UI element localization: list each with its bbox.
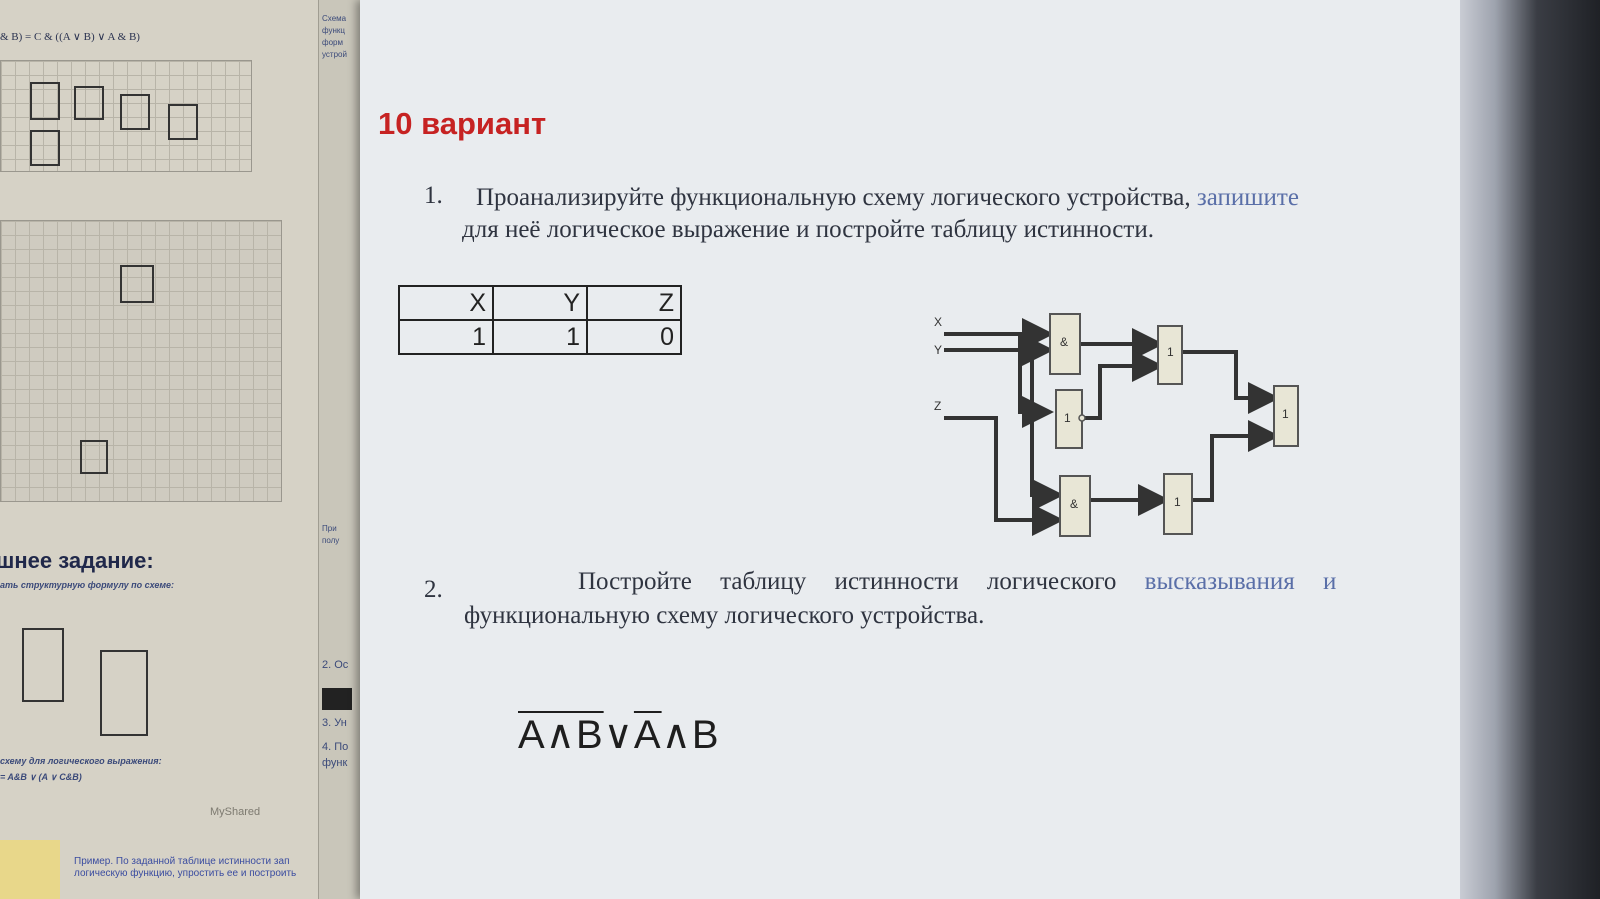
table-cell: 1 [492,319,588,355]
and-gate [1049,313,1081,375]
lw-gate [100,650,148,736]
table-header-cell: X [398,285,494,321]
truth-table: X Y Z 1 1 0 [398,285,682,355]
task1-line1-accent: запишите [1196,184,1299,211]
lw-gate [80,440,108,474]
formula-negated-a: A [633,713,662,757]
lw-example-line2: логическую функцию, упростить ее и постр… [74,868,297,879]
table-cell: 1 [398,319,494,355]
lw-heading: шнее задание: [0,548,154,573]
table-row: 1 1 0 [398,319,682,355]
input-label-z: Z [934,399,941,413]
formula-and-b: ∧B [661,713,720,757]
table-header-row: X Y Z [398,285,682,321]
lw-side-panel [318,0,360,899]
lw-instruction2: схему для логического выражения: [0,756,162,766]
lw-example-line1: Пример. По заданной таблице истинности з… [74,856,290,867]
input-label-x: X [934,315,942,329]
task2-line2: функциональную схему логического устройс… [464,602,985,629]
lw-gate [168,104,198,140]
lw-gate [30,82,60,120]
lw-gate [22,628,64,702]
gate-label: 1 [1167,345,1174,359]
table-header-cell: Z [586,285,682,321]
logic-formula: A∧B∨A∧B [518,712,720,758]
task1-text: Проанализируйте функциональную схему лог… [476,182,1299,214]
not-gate [1163,473,1193,535]
lw-formula-line: & B) = C & ((A ∨ B) ∨ A & B) [0,31,140,43]
or-gate [1273,385,1299,447]
page-title: 10 вариант [378,106,547,141]
lw-example: Пример. По заданной таблице истинности з… [74,856,296,880]
task2-line1-accent: высказывания и [1144,568,1337,595]
formula-negated-term: A∧B [518,713,604,757]
lw-gate [30,130,60,166]
lw-dark-block [322,688,352,710]
lw-schematic-grid [0,60,252,172]
logic-circuit-diagram: X Y Z & 1 1 & 1 1 [934,313,1299,537]
gate-label: 1 [1282,407,1289,421]
task2-number: 2. [424,576,443,603]
task1-number: 1. [424,182,443,209]
table-cell: 0 [586,319,682,355]
table-header-cell: Y [492,285,588,321]
or-gate [1157,325,1183,385]
task1-line2: для неё логическое выражение и постройте… [462,216,1154,243]
gate-label: 1 [1174,495,1181,509]
lw-slide-thumbnail [0,220,282,502]
task2-text: Постройте таблицу истинности логического… [578,566,1336,598]
lw-sidebar-item: 4. По [322,741,349,753]
lw-sticky-note [0,840,60,899]
lw-sidebar-item: форм [322,38,343,47]
lw-instruction: ать структурную формулу по схеме: [0,580,175,590]
gate-label: & [1070,497,1078,511]
lw-expression: = A&B ∨ (A ∨ C&B) [0,772,82,782]
task1-line1: Проанализируйте функциональную схему лог… [476,184,1191,211]
lw-sidebar-item: функц [322,26,345,35]
lw-sidebar-item: функ [322,757,348,769]
background-window: & B) = C & ((A ∨ B) ∨ A & B) шнее задани… [0,0,360,899]
lw-sidebar-item: При [322,524,337,533]
lw-sidebar-item: Схема [322,14,347,23]
inversion-bubble [1078,414,1086,422]
lw-sidebar-item: 2. Ос [322,659,349,671]
formula-or: ∨ [603,713,634,757]
lw-sidebar-item: 3. Ун [322,717,347,729]
lw-gate [74,86,104,120]
gate-label: & [1060,335,1068,349]
lw-sidebar-item: полу [322,536,340,545]
and-gate [1059,475,1091,537]
monitor-bezel [1460,0,1600,899]
input-label-y: Y [934,343,942,357]
lw-gate [120,94,150,130]
gate-label: 1 [1064,411,1071,425]
lw-gate [120,265,154,303]
lw-sidebar-item: устрой [322,50,347,59]
task2-line1: Постройте таблицу истинности логического [578,568,1117,595]
lw-watermark: MyShared [210,806,261,818]
